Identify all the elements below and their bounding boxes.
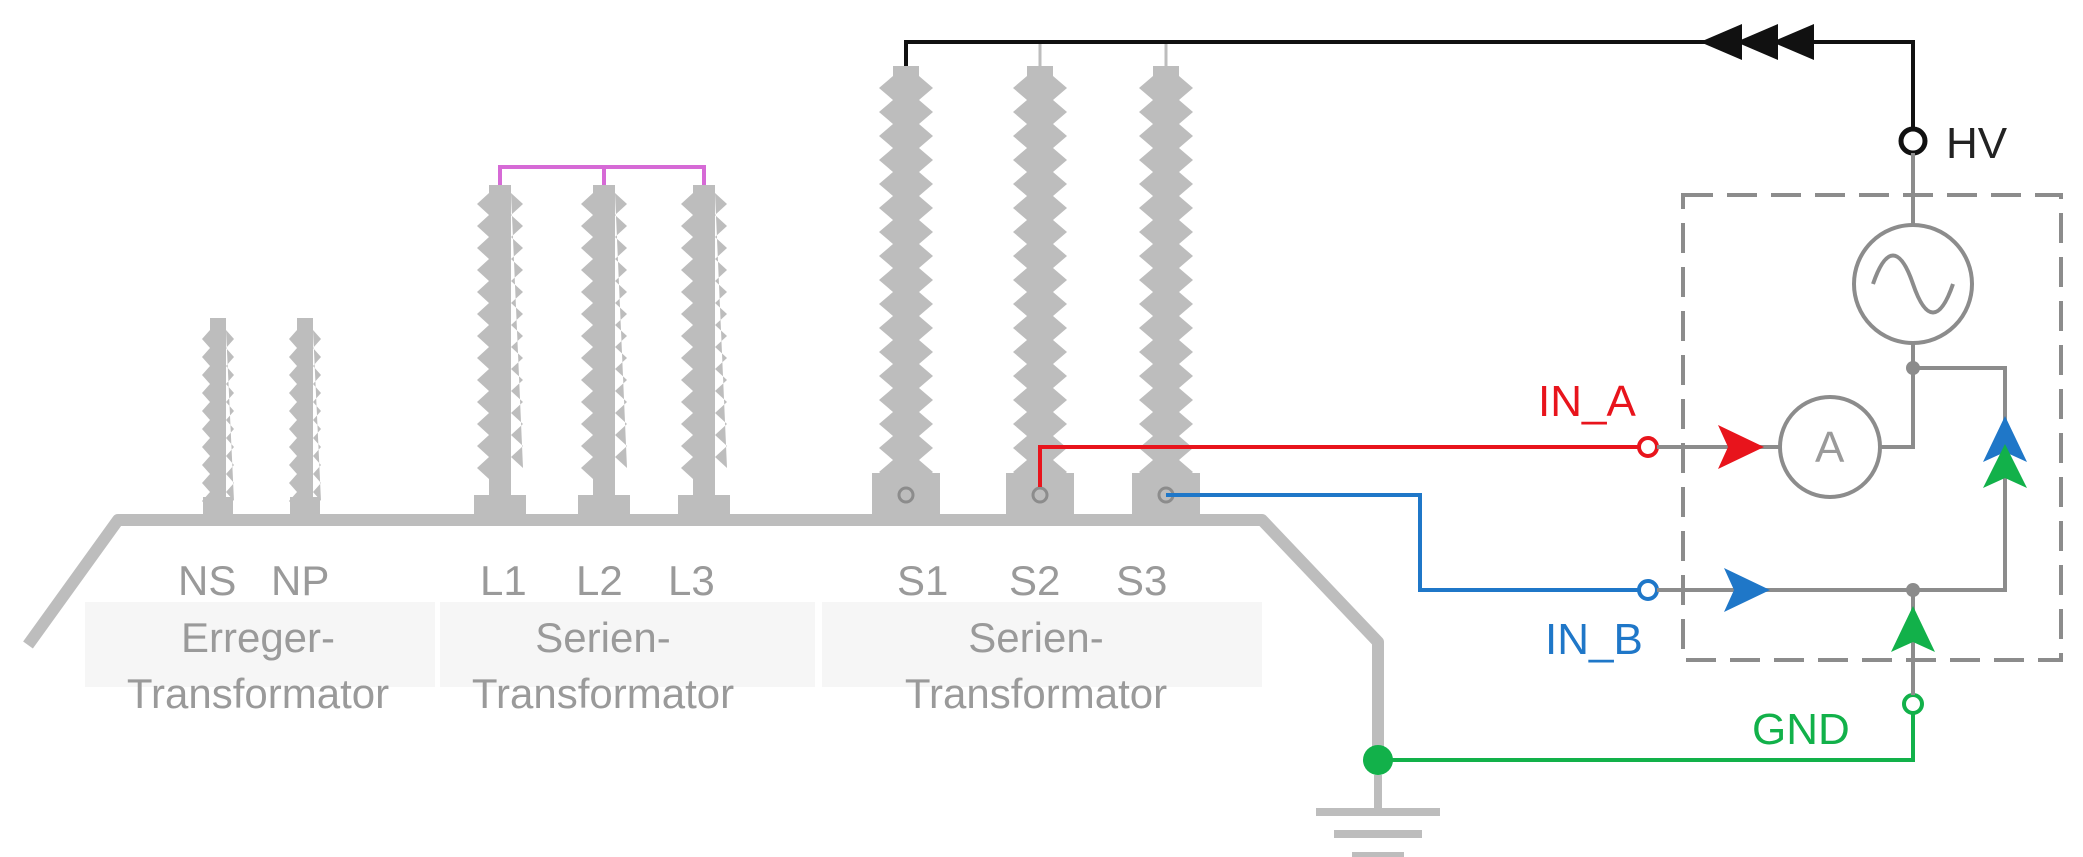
in-b-arrow-icon — [1724, 568, 1770, 612]
caption-erreger-line2: Transformator — [127, 670, 389, 717]
bushing-s1 — [879, 66, 933, 508]
bushing-l1 — [477, 185, 523, 495]
in-b-label: IN_B — [1545, 615, 1643, 664]
ammeter-symbol: A — [1815, 423, 1845, 472]
gnd-lead — [1378, 714, 1915, 762]
caption-serien-s-line2: Transformator — [905, 670, 1167, 717]
terminal-label-s1: S1 — [897, 557, 948, 604]
bushing-s1-base — [872, 473, 940, 517]
return-green-arrow-icon — [1983, 444, 2027, 488]
terminal-s2-icon — [1031, 486, 1049, 504]
sine-wave-icon — [1871, 253, 1955, 315]
in-a-terminal-icon — [1637, 436, 1659, 458]
in-b-terminal-icon — [1637, 579, 1659, 601]
terminal-label-l3: L3 — [668, 557, 715, 604]
bushing-l2-base — [578, 495, 630, 517]
caption-serien-l-line2: Transformator — [472, 670, 734, 717]
terminal-label-np: NP — [271, 557, 329, 604]
earth-icon — [1316, 775, 1440, 857]
terminal-label-l2: L2 — [576, 557, 623, 604]
caption-erreger-line1: Erreger- — [181, 614, 335, 661]
bushing-ns-base — [203, 497, 233, 517]
terminal-label-s3: S3 — [1116, 557, 1167, 604]
bushing-ns — [202, 318, 234, 513]
terminal-label-ns: NS — [178, 557, 236, 604]
bushing-s3 — [1139, 66, 1193, 508]
bushing-l2 — [581, 185, 627, 495]
instrument-box — [1681, 193, 2063, 662]
caption-serien-l-line1: Serien- — [535, 614, 670, 661]
bushing-np — [289, 318, 321, 513]
terminal-label-s2: S2 — [1009, 557, 1060, 604]
bushing-l3-base — [678, 495, 730, 517]
bushing-np-base — [290, 497, 320, 517]
caption-panel-erreger — [85, 602, 435, 687]
terminal-label-l1: L1 — [480, 557, 527, 604]
gnd-junction-icon — [1363, 745, 1393, 775]
s-top-leads — [1038, 44, 1168, 66]
in-a-arrow-icon — [1718, 425, 1764, 469]
l-terminal-bridge — [498, 165, 706, 185]
terminal-s1-icon — [897, 486, 915, 504]
bushing-l1-base — [474, 495, 526, 517]
hv-label: HV — [1946, 119, 2008, 168]
in-a-lead — [1038, 445, 1638, 487]
return-blue-arrow-icon — [1983, 416, 2027, 462]
gnd-arrow-icon — [1891, 606, 1935, 652]
gnd-label: GND — [1752, 705, 1850, 754]
transformer-tank-outline — [23, 514, 1384, 760]
source-to-ammeter — [1880, 343, 2007, 592]
hv-arrows-icon — [1700, 24, 1814, 60]
bushing-s2 — [1013, 66, 1067, 508]
bushing-l3 — [681, 185, 727, 495]
caption-serien-s-line1: Serien- — [968, 614, 1103, 661]
in-b-lead — [1166, 493, 1638, 592]
junction-upper-icon — [1906, 361, 1920, 375]
caption-panel-serien-l — [440, 602, 815, 687]
hv-line — [904, 40, 1915, 128]
caption-panel-serien-s — [822, 602, 1262, 687]
gnd-terminal-icon — [1902, 693, 1924, 715]
hv-terminal-icon — [1898, 126, 1928, 156]
in-a-label: IN_A — [1538, 377, 1636, 426]
